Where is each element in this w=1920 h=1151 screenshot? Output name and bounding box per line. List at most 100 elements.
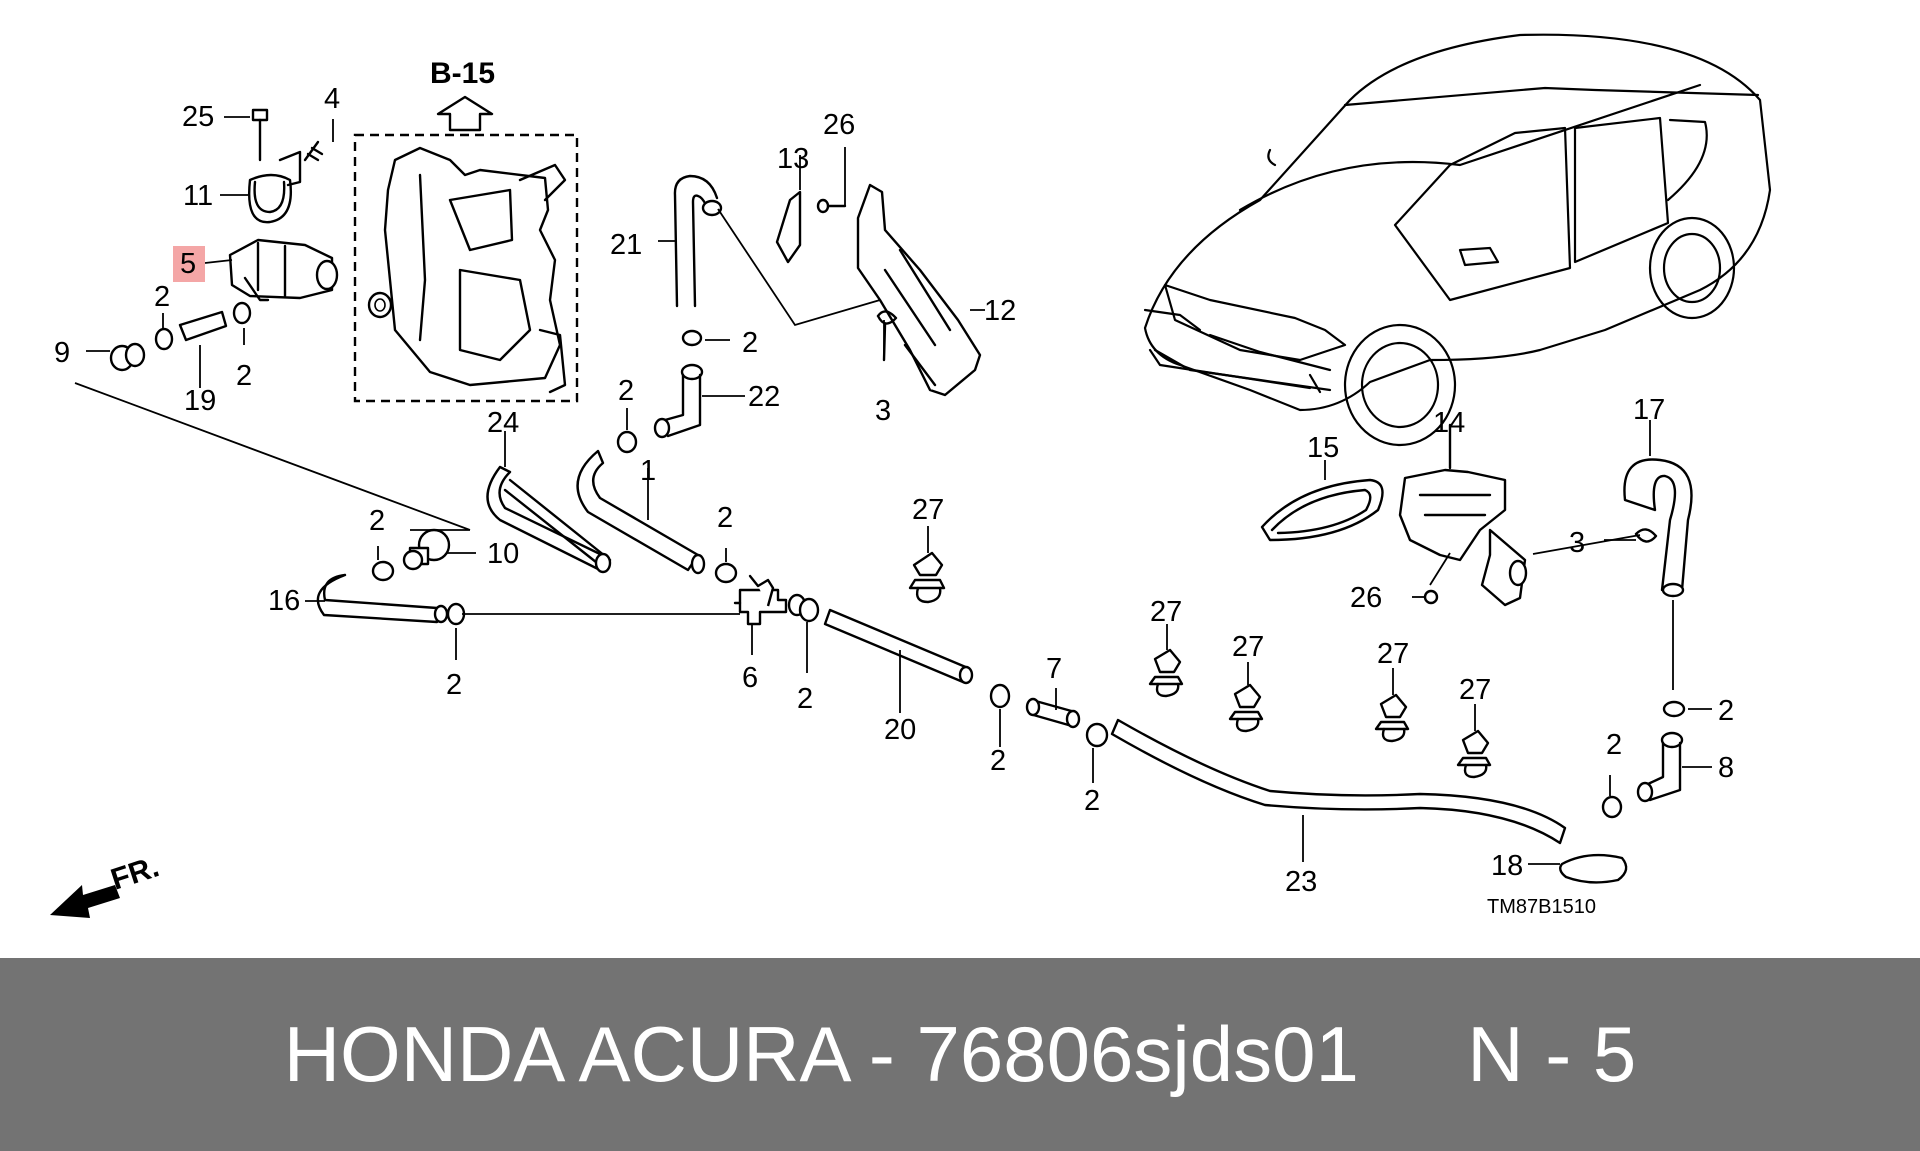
hose-21 [673,174,723,308]
car-illustration [1143,33,1772,447]
callout-1[interactable]: 1 [640,455,656,487]
callout-27-e[interactable]: 27 [1459,674,1491,706]
callout-7[interactable]: 7 [1046,653,1062,685]
callout-6[interactable]: 6 [742,662,758,694]
callout-2-hose16[interactable]: 2 [446,669,462,701]
callout-23[interactable]: 23 [1285,866,1317,898]
washer-tank [367,146,567,394]
o-ring-2b [232,301,252,325]
callout-16[interactable]: 16 [268,585,300,617]
callout-27-d[interactable]: 27 [1377,638,1409,670]
callout-2-elbow[interactable]: 2 [742,327,758,359]
bracket-11 [248,150,302,224]
callout-19[interactable]: 19 [184,385,216,417]
clip-27c [1228,662,1264,733]
callout-25[interactable]: 25 [182,101,214,133]
o-ring-2i [989,683,1011,709]
callout-2-hose1[interactable]: 2 [618,375,634,407]
callout-2-connector[interactable]: 2 [369,505,385,537]
highlight-part-5 [173,246,205,282]
connector-10 [402,528,476,571]
callout-24[interactable]: 24 [487,407,519,439]
leader-lines-pump [74,116,471,531]
o-ring-2j [1085,722,1109,748]
hose-17 [1623,420,1693,690]
cover-15 [1260,460,1384,542]
clip-27a [908,526,946,604]
o-ring-2a [154,327,174,351]
callout-27-c[interactable]: 27 [1232,631,1264,663]
o-ring-2f [371,560,395,582]
elbow-8 [1636,731,1712,803]
o-ring-2g [446,602,466,626]
callout-20[interactable]: 20 [884,714,916,746]
callout-4[interactable]: 4 [324,83,340,115]
hose-19 [178,310,228,342]
callout-2-pump-left[interactable]: 2 [154,281,170,313]
footer-banner: HONDA ACURA - 76806sjds01 N - 5 [0,958,1920,1151]
callout-13[interactable]: 13 [777,143,809,175]
clip-27d [1374,668,1410,743]
o-ring-2l [1662,700,1686,718]
callout-26-top[interactable]: 26 [823,109,855,141]
front-direction-label: FR. [107,850,163,896]
section-ref-arrow [436,95,494,132]
callout-2-pipe-right[interactable]: 2 [1084,785,1100,817]
headlight-nozzle-14 [1398,423,1641,607]
callout-5[interactable]: 5 [180,248,196,280]
bolt-25 [251,108,269,162]
o-ring-2h [798,597,820,623]
o-ring-2e [714,562,738,584]
callout-2-joint[interactable]: 2 [717,502,733,534]
callout-21[interactable]: 21 [610,229,642,261]
callout-10[interactable]: 10 [487,538,519,570]
hose-24 [486,465,612,574]
callout-11[interactable]: 11 [183,180,213,212]
callout-17[interactable]: 17 [1633,394,1665,426]
grommet-9 [109,342,146,372]
callout-2-hose20[interactable]: 2 [797,683,813,715]
callout-22[interactable]: 22 [748,381,780,413]
parts-diagram: B-15 [50,33,1772,918]
hose-20 [823,608,974,713]
callout-2-pump-right[interactable]: 2 [236,360,252,392]
o-ring-2k [1601,795,1623,819]
washer-tank-group-box [353,133,579,403]
callout-27-b[interactable]: 27 [1150,596,1182,628]
clip-3a [876,310,898,362]
section-ref-label: B-15 [430,57,495,90]
screw-26a [816,198,847,214]
hose-16 [316,573,449,624]
front-direction-arrow: FR. [50,850,163,918]
o-ring-2c [681,329,703,347]
callout-14[interactable]: 14 [1433,407,1465,439]
hose-23 [1110,718,1567,862]
callout-26-bottom[interactable]: 26 [1350,582,1382,614]
drawing-code: TM87B1510 [1487,896,1596,918]
callout-2-hose17[interactable]: 2 [1718,695,1734,727]
joint-6 [733,574,807,655]
elbow-22 [653,363,745,439]
cap-18 [1559,853,1628,884]
callout-8[interactable]: 8 [1718,752,1734,784]
callout-12[interactable]: 12 [984,295,1016,327]
washer-pump-5 [228,238,339,302]
clip-27b [1148,624,1184,698]
callout-18[interactable]: 18 [1491,850,1523,882]
callout-3-left[interactable]: 3 [875,395,891,427]
callout-3-right[interactable]: 3 [1569,527,1585,559]
callout-27-upper[interactable]: 27 [912,494,944,526]
footer-title: HONDA ACURA - 76806sjds01 N - 5 [283,1010,1637,1098]
callout-9[interactable]: 9 [54,337,70,369]
cover-13 [775,190,802,264]
washer-nozzle-12 [856,183,982,397]
hose-1 [576,449,706,575]
callout-2-pipe-left[interactable]: 2 [990,745,1006,777]
o-ring-2d [616,430,638,454]
clip-27e [1456,704,1492,779]
pipe-7 [1025,688,1081,729]
callout-15[interactable]: 15 [1307,432,1339,464]
callout-2-elbow8[interactable]: 2 [1606,729,1622,761]
leader-lines-nozzle [658,147,985,355]
